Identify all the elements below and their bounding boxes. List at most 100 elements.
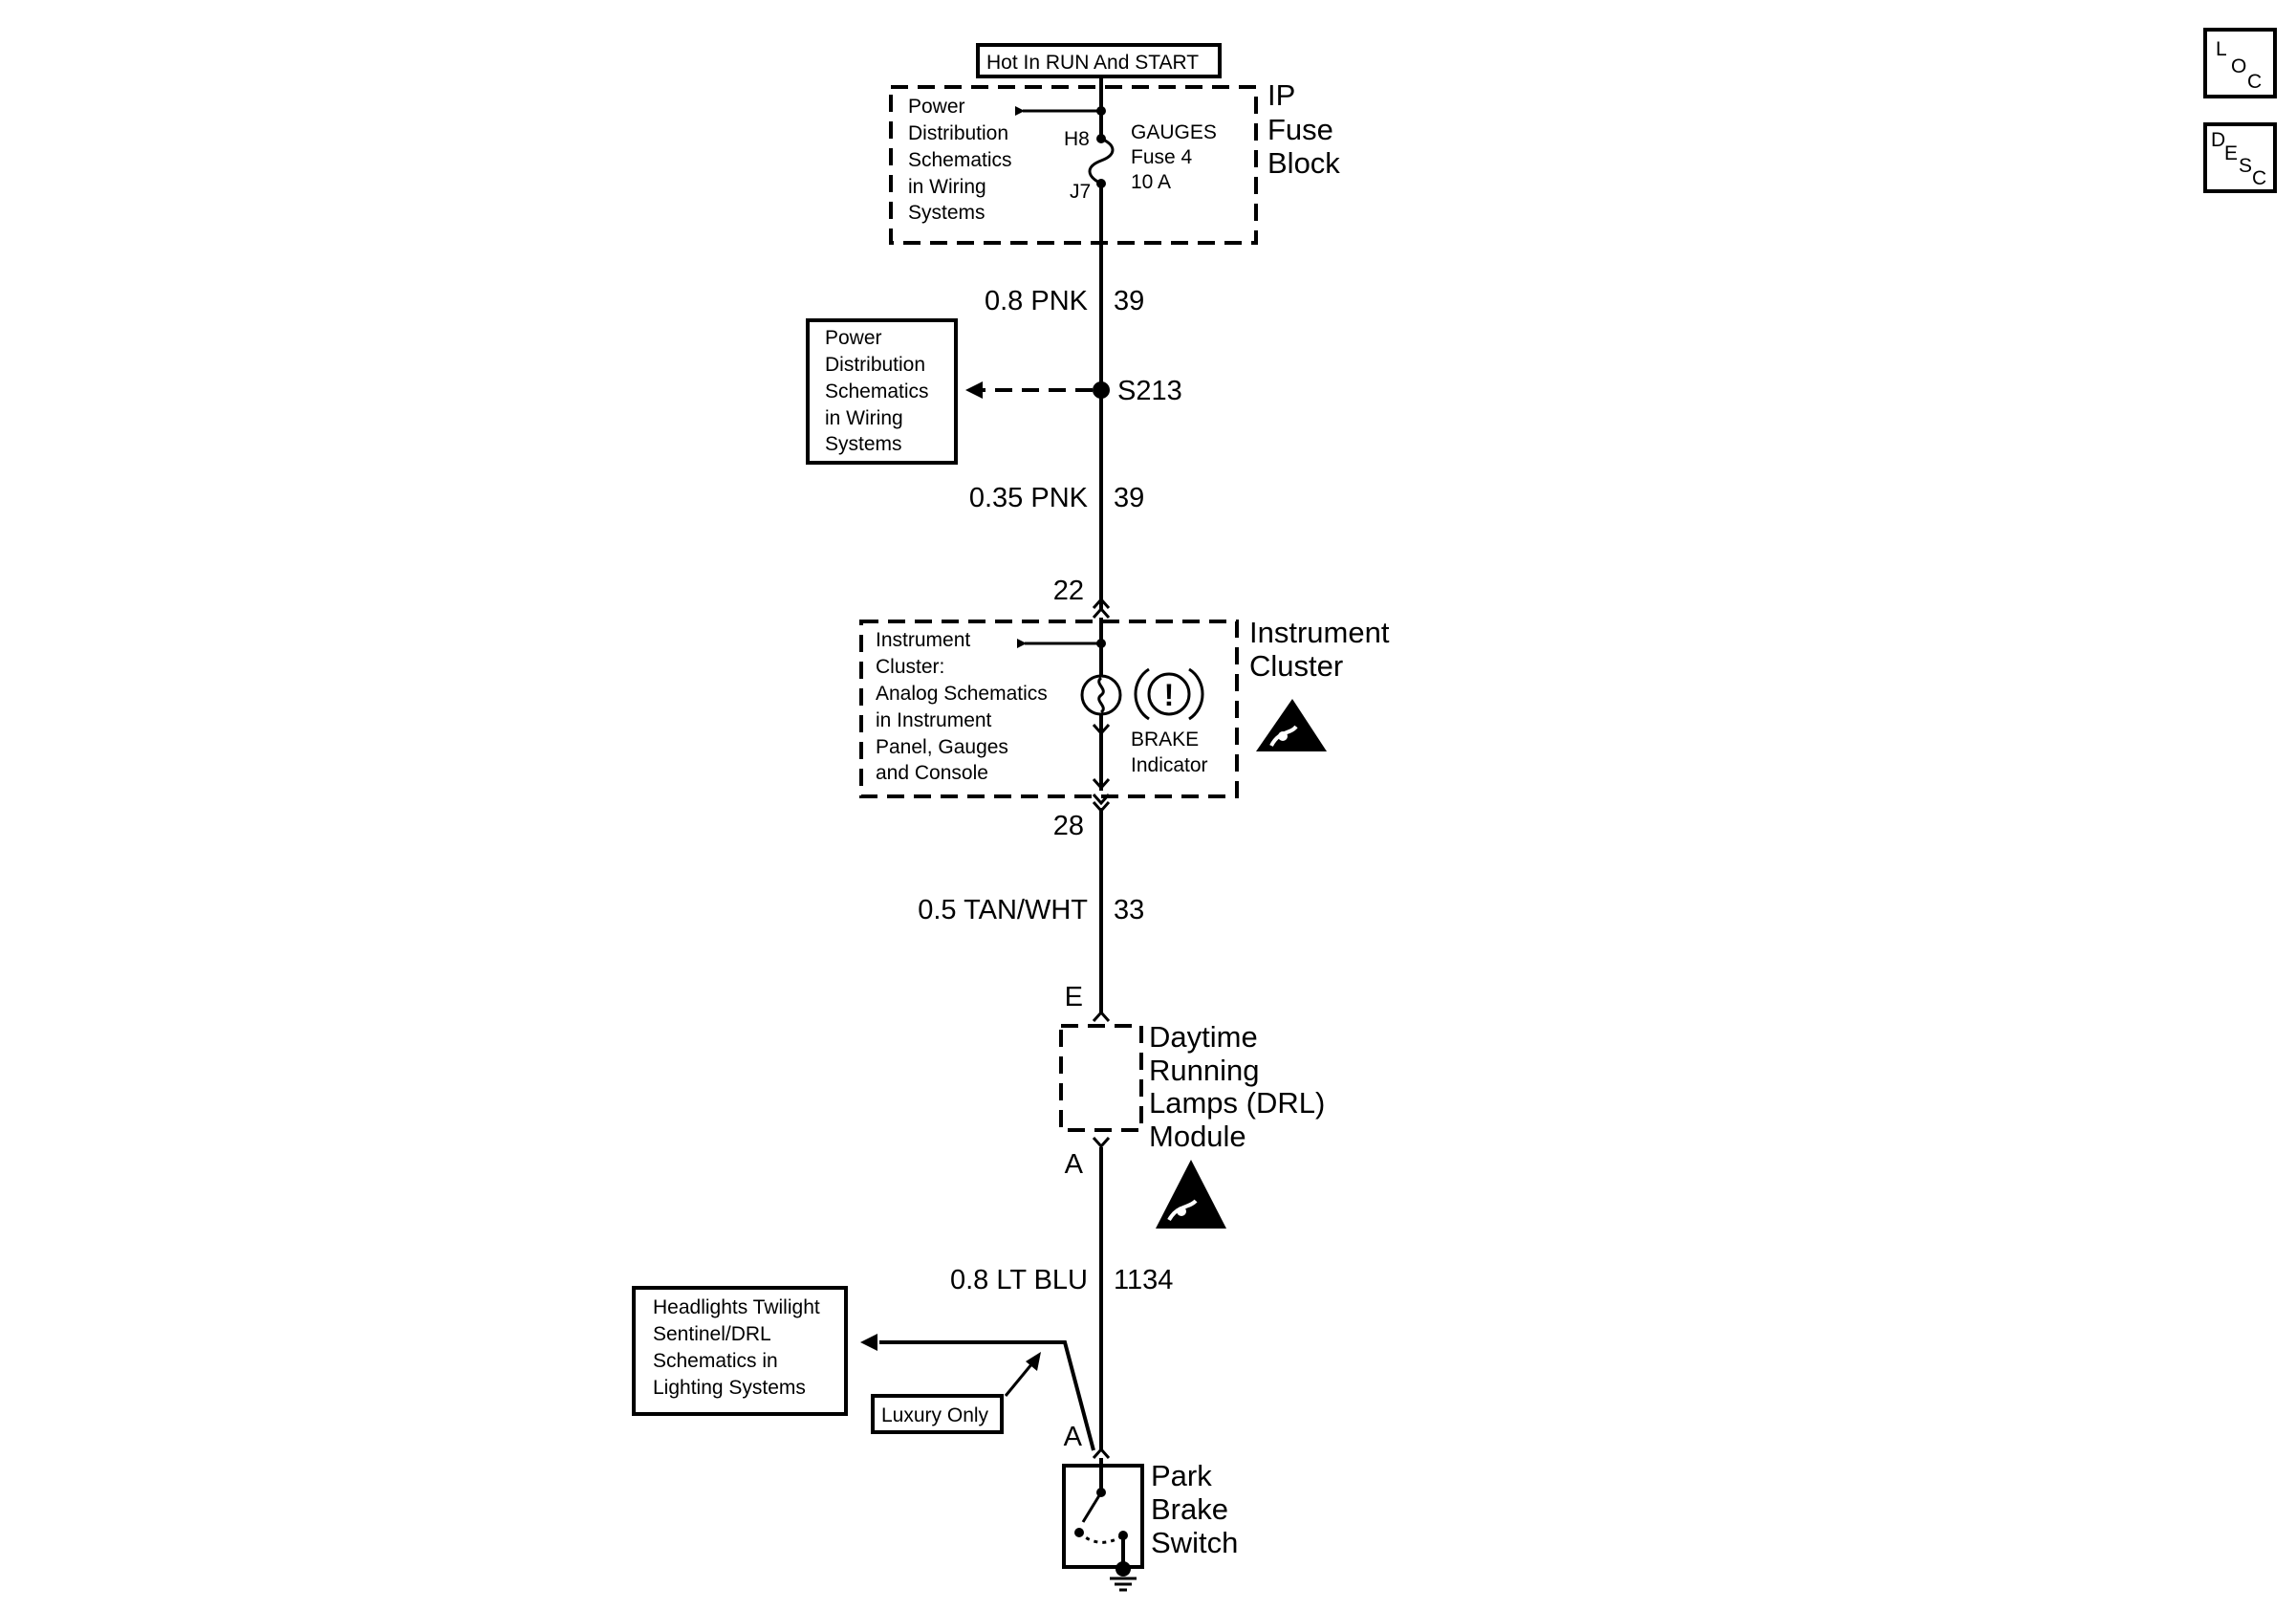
headlights-ref-line-1: Headlights Twilight xyxy=(653,1296,820,1318)
luxury-branch-wire xyxy=(879,1340,1095,1451)
cluster-ref-line-1: Instrument xyxy=(876,629,970,651)
fuse-pin-in: H8 xyxy=(1064,128,1090,150)
fuse-label-1: GAUGES xyxy=(1131,121,1217,143)
ip-fuse-block: IP Fuse Block Power Distribution Schemat… xyxy=(889,78,1340,245)
cluster-lamp-filament xyxy=(1097,676,1105,714)
splice-name: S213 xyxy=(1117,376,1182,406)
fuse-pin-out: J7 xyxy=(1070,181,1091,203)
desc-letter-e: E xyxy=(2224,142,2238,164)
wire-2-circuit: 39 xyxy=(1114,483,1144,513)
wire-3-gauge-color: 0.5 TAN/WHT xyxy=(918,895,1088,925)
switch-name-1: Park xyxy=(1151,1459,1212,1492)
drl-pin-out: A xyxy=(1065,1149,1084,1180)
headlights-ref-line-2: Sentinel/DRL xyxy=(653,1323,771,1345)
cluster-ref-line-6: and Console xyxy=(876,762,988,784)
headlights-ref-line-4: Lighting Systems xyxy=(653,1377,806,1399)
switch-name-3: Switch xyxy=(1151,1526,1238,1559)
splice-arrowhead xyxy=(965,381,983,399)
headlights-reference: Headlights Twilight Sentinel/DRL Schemat… xyxy=(632,1286,1095,1451)
indicator-symbol: ! xyxy=(1164,678,1175,712)
luxury-callout-leader xyxy=(1004,1362,1034,1397)
fuse-label-2: Fuse 4 xyxy=(1131,146,1193,168)
luxury-callout-arrowhead xyxy=(1026,1352,1041,1371)
power-source-label: Hot In RUN And START xyxy=(976,43,1222,78)
indicator-label-1: BRAKE xyxy=(1131,729,1199,751)
splice-ref-line-2: Distribution xyxy=(825,354,925,376)
drl-connector-in xyxy=(1092,1010,1111,1022)
fuse-block-name-2: Fuse xyxy=(1267,113,1333,146)
loc-letter-c: C xyxy=(2247,71,2262,93)
wire-1-circuit: 39 xyxy=(1114,286,1144,316)
splice-ref-line-4: in Wiring xyxy=(825,407,903,429)
loc-button[interactable]: L O C xyxy=(2203,28,2277,98)
cluster-ref-line-5: Panel, Gauges xyxy=(876,736,1008,758)
desc-button[interactable]: D E S C xyxy=(2203,122,2277,193)
wire-4-gauge-color: 0.8 LT BLU xyxy=(950,1265,1088,1295)
fuse-ref-line-4: in Wiring xyxy=(908,176,986,198)
drl-outline xyxy=(1059,1024,1143,1132)
esd-warning-icon-2 xyxy=(1156,1160,1226,1229)
wire-1-gauge-color: 0.8 PNK xyxy=(985,286,1089,316)
splice-ref-line-5: Systems xyxy=(825,433,902,455)
switch-blade xyxy=(1081,1491,1103,1523)
indicator-right-bracket xyxy=(1188,667,1204,721)
cluster-wire-chevron-1 xyxy=(1092,724,1111,736)
drl-name-1: Daytime xyxy=(1149,1020,1258,1054)
loc-letter-l: L xyxy=(2216,38,2227,60)
fuse-ref-line-3: Schematics xyxy=(908,149,1012,171)
luxury-only-text: Luxury Only xyxy=(881,1404,989,1426)
splice-ref-box xyxy=(806,318,958,465)
desc-letter-s: S xyxy=(2239,155,2252,177)
drl-name-3: Lamps (DRL) xyxy=(1149,1086,1325,1120)
luxury-branch-arrowhead xyxy=(860,1334,877,1351)
drl-connector-out xyxy=(1092,1137,1111,1149)
cluster-ref-line-3: Analog Schematics xyxy=(876,683,1048,705)
indicator-left-bracket xyxy=(1134,667,1150,721)
loc-letter-o: O xyxy=(2231,55,2246,77)
switch-name-2: Brake xyxy=(1151,1492,1228,1526)
splice-dot xyxy=(1093,381,1110,399)
indicator-ring xyxy=(1147,672,1191,716)
drl-name-2: Running xyxy=(1149,1054,1259,1087)
power-source-text: Hot In RUN And START xyxy=(986,52,1199,74)
headlights-ref-box xyxy=(632,1286,848,1416)
splice-ref-line-1: Power xyxy=(825,327,882,349)
desc-letter-d: D xyxy=(2211,129,2225,151)
desc-letter-c: C xyxy=(2252,167,2266,189)
cluster-name-2: Cluster xyxy=(1249,649,1343,683)
cluster-ref-line-4: in Instrument xyxy=(876,709,992,731)
cluster-wire-chevron-2 xyxy=(1092,778,1111,791)
headlights-ref-line-3: Schematics in xyxy=(653,1350,778,1372)
wire-3-circuit: 33 xyxy=(1114,895,1144,925)
indicator-label-2: Indicator xyxy=(1131,754,1208,776)
wire-2-gauge-color: 0.35 PNK xyxy=(969,483,1089,513)
fuse-label-3: 10 A xyxy=(1131,171,1171,193)
splice-ref-line-3: Schematics xyxy=(825,381,929,402)
cluster-outline xyxy=(859,620,1239,798)
park-brake-switch: A Park Brake Switch xyxy=(1062,1422,1238,1592)
drl-module: E Daytime Running Lamps (DRL) Module A xyxy=(1059,982,1325,1229)
switch-connector xyxy=(1092,1447,1111,1459)
switch-pin: A xyxy=(1064,1422,1083,1452)
fuse-element xyxy=(1088,137,1115,185)
cluster-name-1: Instrument xyxy=(1249,616,1390,649)
cluster-pin-in: 22 xyxy=(1053,576,1084,606)
ground-point-dot xyxy=(1116,1561,1131,1577)
fuse-ref-line-1: Power xyxy=(908,96,965,118)
fuse-block-outline xyxy=(889,85,1258,245)
cluster-pin-out: 28 xyxy=(1053,811,1084,841)
wire-4-circuit: 1134 xyxy=(1114,1265,1173,1295)
splice-s213: S213 Power Distribution Schematics in Wi… xyxy=(806,318,1182,465)
fuse-ref-line-2: Distribution xyxy=(908,122,1008,144)
instrument-cluster: 22 Instrument Cluster Instrument Cluster… xyxy=(859,576,1390,841)
esd-warning-icon xyxy=(1256,699,1327,751)
drl-name-4: Module xyxy=(1149,1120,1246,1153)
cluster-connector-in xyxy=(1092,597,1111,609)
fuse-block-name-1: IP xyxy=(1267,78,1295,112)
fuse-ref-line-5: Systems xyxy=(908,202,986,224)
cluster-connector-out-2 xyxy=(1092,794,1111,806)
drl-pin-in: E xyxy=(1065,982,1083,1012)
cluster-ref-line-2: Cluster: xyxy=(876,656,944,678)
luxury-only-box xyxy=(871,1394,1004,1434)
